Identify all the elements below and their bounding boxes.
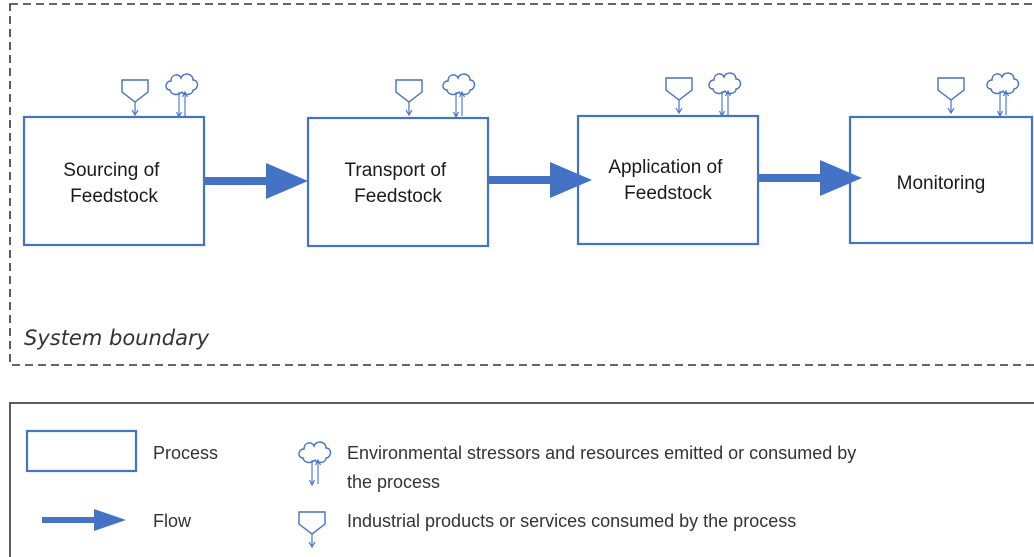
process-transport-label-line1: Transport of [344, 160, 446, 181]
process-monitoring-label: Monitoring [897, 173, 986, 194]
svg-text:Sourcing of Feedstock: Sourcing of Feedstock [63, 160, 164, 207]
legend-industrial-funnel-icon [298, 511, 326, 548]
environmental-exchange-cloud-icon [442, 73, 476, 118]
system-boundary [9, 3, 1034, 366]
legend-box [9, 402, 1034, 557]
process-transport: Transport of Feedstock [306, 116, 490, 248]
legend-process-label: Process [153, 443, 218, 463]
industrial-input-funnel-icon [395, 79, 423, 116]
legend-environmental-label-line1: Environmental stressors and resources em… [347, 443, 856, 463]
environmental-exchange-cloud-icon [165, 73, 199, 118]
environmental-exchange-cloud-icon [986, 72, 1020, 117]
process-sourcing-label-line1: Sourcing of [63, 160, 160, 181]
system-boundary-label: System boundary [24, 326, 210, 350]
legend-environmental-cloud-icon [298, 441, 332, 486]
flow-arrow-sourcing-to-transport [204, 163, 308, 199]
process-transport-label-line2: Feedstock [354, 186, 442, 207]
svg-text:Transport of Feedstock: Transport of Feedstock [344, 160, 451, 207]
industrial-input-funnel-icon [937, 77, 965, 114]
process-application-label-line1: Application of [608, 157, 723, 178]
legend-flow-arrow-icon [42, 509, 126, 531]
svg-text:Monitoring: Monitoring [897, 173, 986, 194]
flow-arrow-application-to-monitoring [758, 160, 862, 196]
legend-industrial-label: Industrial products or services consumed… [347, 511, 796, 531]
industrial-input-funnel-icon [121, 79, 149, 116]
process-application: Application of Feedstock [576, 114, 760, 246]
flow-arrow-transport-to-application [488, 162, 592, 198]
legend-process-swatch [25, 429, 138, 473]
process-sourcing-label-line2: Feedstock [70, 186, 158, 207]
svg-text:Environmental stressors and re: Environmental stressors and resources em… [347, 443, 861, 492]
industrial-input-funnel-icon [665, 77, 693, 114]
svg-text:Application of Feedstock: Application of Feedstock [608, 157, 727, 204]
process-monitoring: Monitoring [848, 115, 1034, 245]
process-application-label-line2: Feedstock [624, 183, 712, 204]
legend-flow-label: Flow [153, 511, 192, 531]
process-sourcing: Sourcing of Feedstock [22, 115, 206, 247]
legend-environmental-label-line2: the process [347, 472, 440, 492]
environmental-exchange-cloud-icon [708, 72, 742, 117]
